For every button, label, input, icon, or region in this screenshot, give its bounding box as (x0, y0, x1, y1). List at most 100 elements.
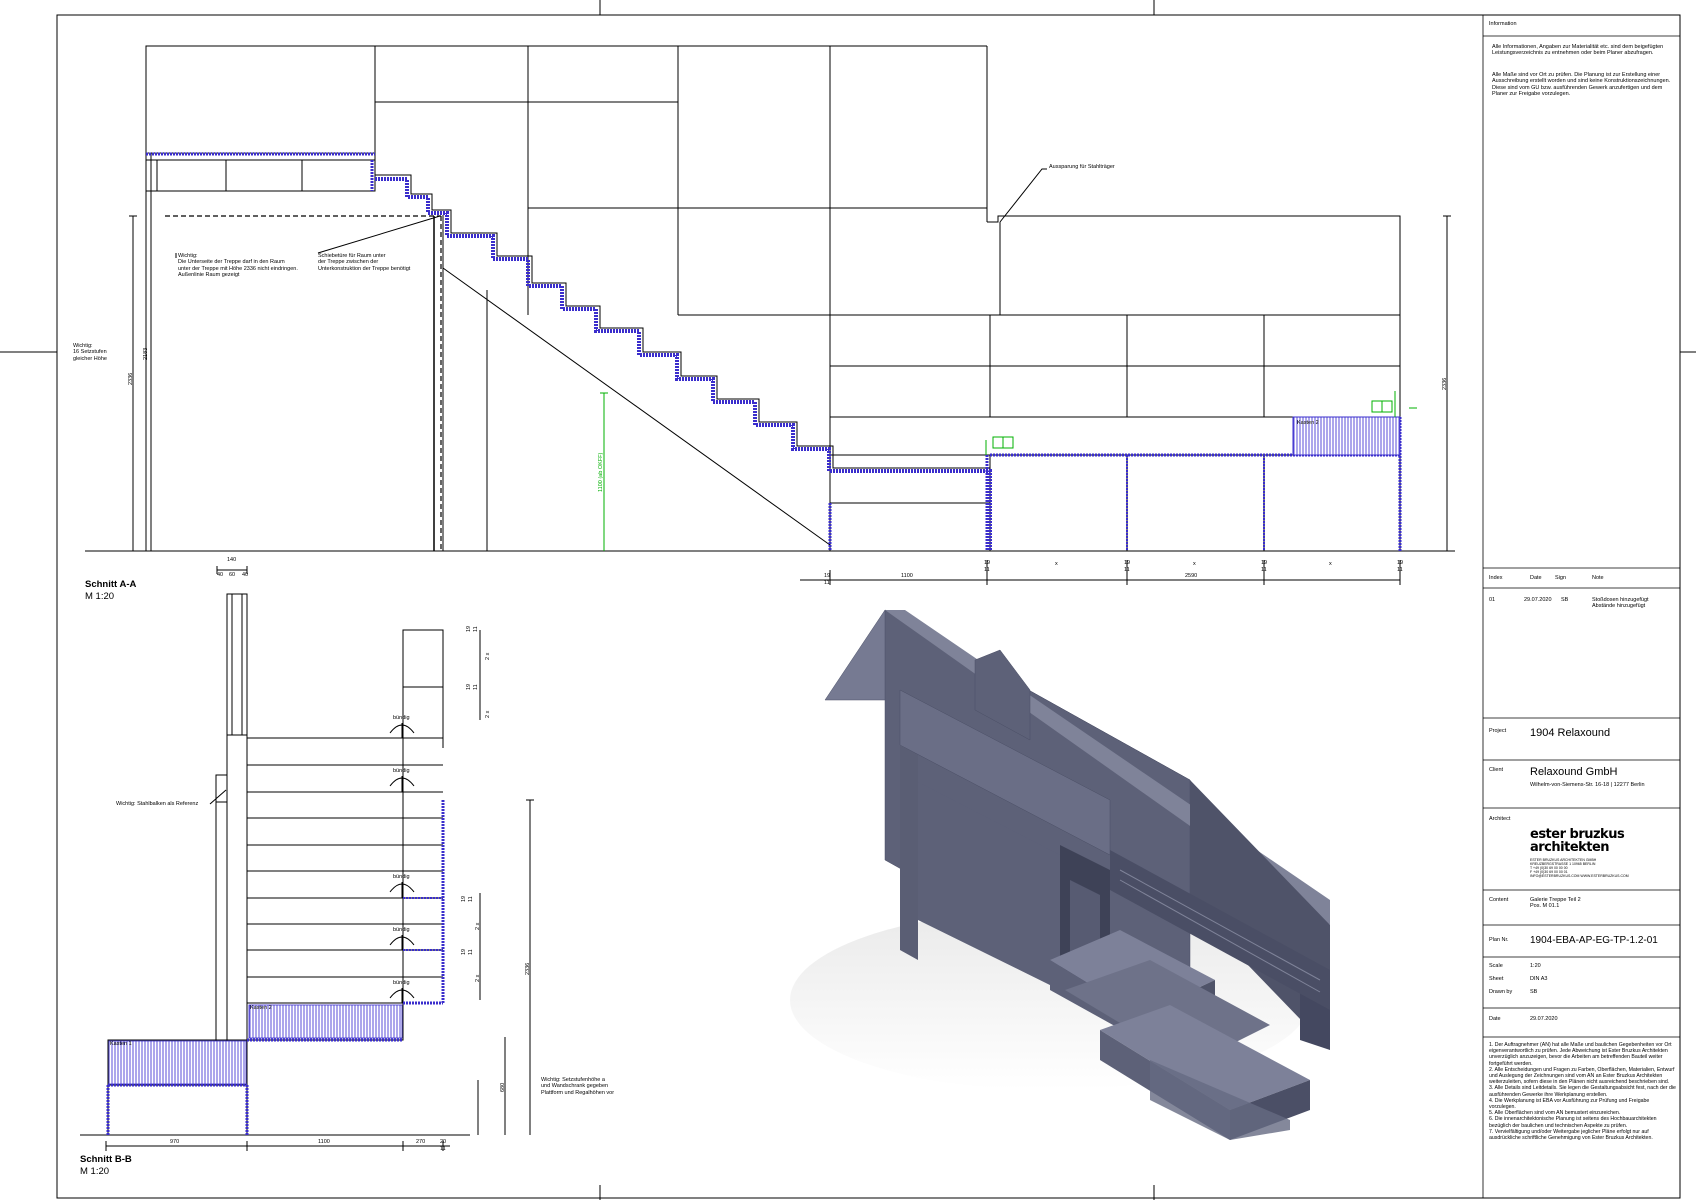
architect-address-0: ESTER BRUZKUS ARCHITEKTEN GMBH (1530, 858, 1597, 862)
dim-aa-bottom-3: x (1055, 561, 1058, 567)
architect-logo-line1: ester bruzkus (1530, 827, 1625, 842)
section-bb-scale: M 1:20 (80, 1166, 110, 1177)
dim-bb-small-0: 19 (466, 625, 472, 632)
bb-blue-lining (106, 800, 445, 1135)
project-label: Project (1489, 728, 1507, 734)
dim-aa-bottom-6: 19 (1261, 560, 1268, 566)
dim-bb-top-40b: 40 (242, 572, 249, 578)
flush-label-1: bündig (393, 715, 410, 721)
scale-label: Scale (1489, 963, 1503, 969)
dim-aa-bottom-5: x (1193, 561, 1196, 567)
dim-bb-small-9: 19 (461, 948, 467, 955)
note-sliding-door: Schiebetüre für Raum unter der Treppe zw… (318, 253, 411, 272)
architect-label: Architect (1489, 816, 1511, 822)
dim-bb-bottom-20: 20 (440, 1139, 447, 1145)
kasten-2-label-aa: Kasten 2 (1297, 420, 1319, 426)
scale-value: 1:20 (1530, 963, 1541, 969)
section-aa-scale: M 1:20 (85, 591, 115, 602)
title-block (1482, 15, 1680, 1198)
flush-label-4: bündig (393, 927, 410, 933)
section-bb-title: Schnitt B-B (80, 1154, 132, 1165)
date-value: 29.07.2020 (1530, 1016, 1558, 1022)
rev-header-note: Note (1592, 575, 1604, 581)
dim-aa-bottom-sub-0: 11 (824, 580, 830, 586)
dim-bb-top-60: 60 (229, 572, 236, 578)
dim-bb-2336: 2336 (525, 962, 531, 975)
note-steel-recess: Aussparung für Stahlträger (1049, 164, 1115, 170)
dim-bb-small-7: 11 (468, 896, 474, 902)
plan-label: Plan Nr. (1489, 937, 1509, 943)
dim-aa-bottom-1: 1100 (901, 573, 913, 579)
green-annotations-aa (600, 391, 1417, 551)
flush-markers (389, 723, 415, 1003)
info-text-2: Alle Maße sind vor Ort zu prüfen. Die Pl… (1492, 72, 1671, 97)
rev-header-sign: Sign (1555, 575, 1567, 581)
section-aa-drawing (85, 45, 1455, 585)
dim-aa-bottom-sub-2: 11 (984, 567, 990, 573)
dim-2183-left: 2183 (143, 347, 149, 360)
dim-bb-bottom-970: 970 (170, 1139, 180, 1145)
dim-bb-680: 680 (500, 1082, 506, 1092)
rev-row-index: 01 (1489, 597, 1496, 603)
architect-address-1: KREUZBERGSTRASSE 1 10965 BERLIN (1530, 862, 1596, 866)
drawn-label: Drawn by (1489, 989, 1513, 995)
dim-bb-bottom-sub: 11 (440, 1146, 446, 1152)
date-label: Date (1489, 1016, 1501, 1022)
note-underside: Wichtig: Die Unterseite der Treppe darf … (178, 253, 298, 278)
dim-aa-bottom-2: 19 (984, 560, 991, 566)
dim-bb-small-10: 11 (468, 949, 474, 955)
dim-green-1100: 1100 (ab OKFF) (598, 452, 604, 492)
dim-2336-right: 2336 (1442, 377, 1448, 390)
dim-bb-bottom-270: 270 (416, 1139, 426, 1145)
general-notes: 1. Der Auftragnehmer (AN) hat alle Maße … (1489, 1042, 1676, 1142)
dim-bb-bottom-1100: 1100 (318, 1139, 330, 1145)
drawn-value: SB (1530, 989, 1538, 995)
client-label: Client (1489, 767, 1504, 773)
rev-row-date: 29.07.2020 (1524, 597, 1552, 603)
stair-profile-aa (146, 152, 1402, 551)
dim-bb-small-3: 19 (466, 683, 472, 690)
rev-row-sign: SB (1561, 597, 1569, 603)
sheet-value: DIN A3 (1530, 976, 1548, 982)
flush-label-5: bündig (393, 980, 410, 986)
dim-aa-bottom-sub-4: 11 (1124, 567, 1130, 573)
dim-aa-bottom-sub-8: 11 (1397, 567, 1403, 573)
content-value: Galerie Treppe Teil 2 Pos. M 01.1 (1530, 897, 1581, 910)
dim-aa-bottom-9: 2590 (1185, 573, 1198, 579)
info-text-1: Alle Informationen, Angaben zur Material… (1492, 44, 1664, 57)
dim-2336-left: 2336 (128, 372, 134, 385)
3d-stair-model (790, 609, 1330, 1140)
section-aa-title: Schnitt A-A (85, 579, 137, 590)
client-address: Wilhelm-von-Siemens-Str. 16-18 | 12277 B… (1530, 782, 1645, 788)
dim-bb-small-1: 11 (473, 626, 479, 632)
architect-address-2: T +49 (0)30 69 00 00 00 (1530, 866, 1568, 870)
flush-label-2: bündig (393, 768, 410, 774)
dim-bb-small-5: 2 x (485, 710, 491, 718)
dim-bb-top-40a: 40 (217, 572, 224, 578)
project-value: 1904 Relaxound (1530, 727, 1611, 739)
flush-label-3: bündig (393, 874, 410, 880)
dim-bb-small-8: 2 x (475, 922, 481, 930)
note-stair-risers: Wichtig: 16 Setzstufen gleicher Höhe (73, 343, 107, 362)
dim-bb-top-140: 140 (227, 557, 237, 563)
kasten-1-label: Kasten 1 (110, 1041, 132, 1047)
dim-aa-bottom-4: 19 (1124, 560, 1131, 566)
dim-aa-bottom-7: x (1329, 561, 1332, 567)
dim-bb-small-2: 2 x (485, 652, 491, 660)
dim-bb-small-4: 11 (473, 684, 479, 690)
rev-header-date: Date (1530, 575, 1542, 581)
dim-bb-small-11: 2 x (475, 974, 481, 982)
note-steel-beam: Wichtig: Stahlbalken als Referenz (116, 801, 199, 807)
architect-address-3: F +49 (0)30 69 00 00 01 (1530, 870, 1568, 874)
note-heights: Wichtig: Setzstufenhöhe a und Wandschran… (541, 1077, 615, 1096)
client-value: Relaxound GmbH (1530, 766, 1618, 778)
kasten-2-label-bb: Kasten 2 (250, 1005, 272, 1011)
dim-bb-small-6: 19 (461, 895, 467, 902)
dim-aa-bottom-0: 19 (824, 573, 831, 579)
architect-address-4: INFO@ESTERBRUZKUS.COM WWW.ESTERBRUZKUS.C… (1530, 874, 1629, 878)
dim-aa-bottom-8: 19 (1397, 560, 1404, 566)
rev-row-note: Stoßdosen hinzugefügt Abstände hinzugefü… (1592, 597, 1649, 610)
content-label: Content (1489, 897, 1509, 903)
